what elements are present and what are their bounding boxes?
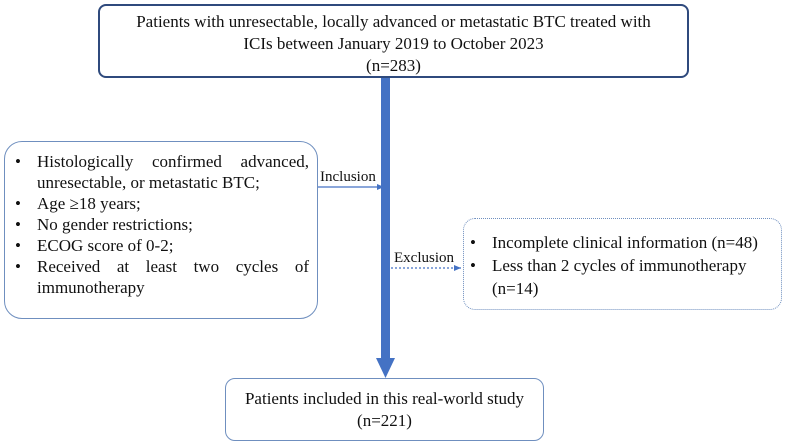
inclusion-criterion: ECOG score of 0-2; (13, 235, 309, 256)
final-population-count: (n=221) (357, 411, 412, 430)
main-flow-shaft (381, 76, 390, 360)
initial-population-line2: ICIs between January 2019 to October 202… (243, 34, 544, 53)
initial-population-line1: Patients with unresectable, locally adva… (136, 12, 651, 31)
inclusion-criteria-box: Histologically confirmed advanced, unres… (4, 141, 318, 319)
inclusion-criterion: No gender restrictions; (13, 214, 309, 235)
exclusion-label: Exclusion (394, 249, 454, 267)
exclusion-criteria-box: Incomplete clinical information (n=48) L… (463, 218, 782, 310)
inclusion-label: Inclusion (320, 168, 376, 186)
initial-population-count: (n=283) (366, 56, 421, 75)
inclusion-criteria-list: Histologically confirmed advanced, unres… (13, 151, 309, 298)
main-flow-arrowhead (376, 358, 395, 378)
inclusion-criterion: Age ≥18 years; (13, 193, 309, 214)
final-population-box: Patients included in this real-world stu… (225, 378, 544, 441)
exclusion-criterion: Less than 2 cycles of immunotherapy (n=1… (468, 254, 775, 300)
final-population-line1: Patients included in this real-world stu… (244, 389, 525, 408)
inclusion-criterion: Histologically confirmed advanced, unres… (13, 151, 309, 193)
initial-population-box: Patients with unresectable, locally adva… (98, 4, 689, 78)
exclusion-criteria-list: Incomplete clinical information (n=48) L… (468, 231, 775, 300)
inclusion-criterion: Received at least two cycles of immunoth… (13, 256, 309, 298)
exclusion-criterion: Incomplete clinical information (n=48) (468, 231, 775, 254)
